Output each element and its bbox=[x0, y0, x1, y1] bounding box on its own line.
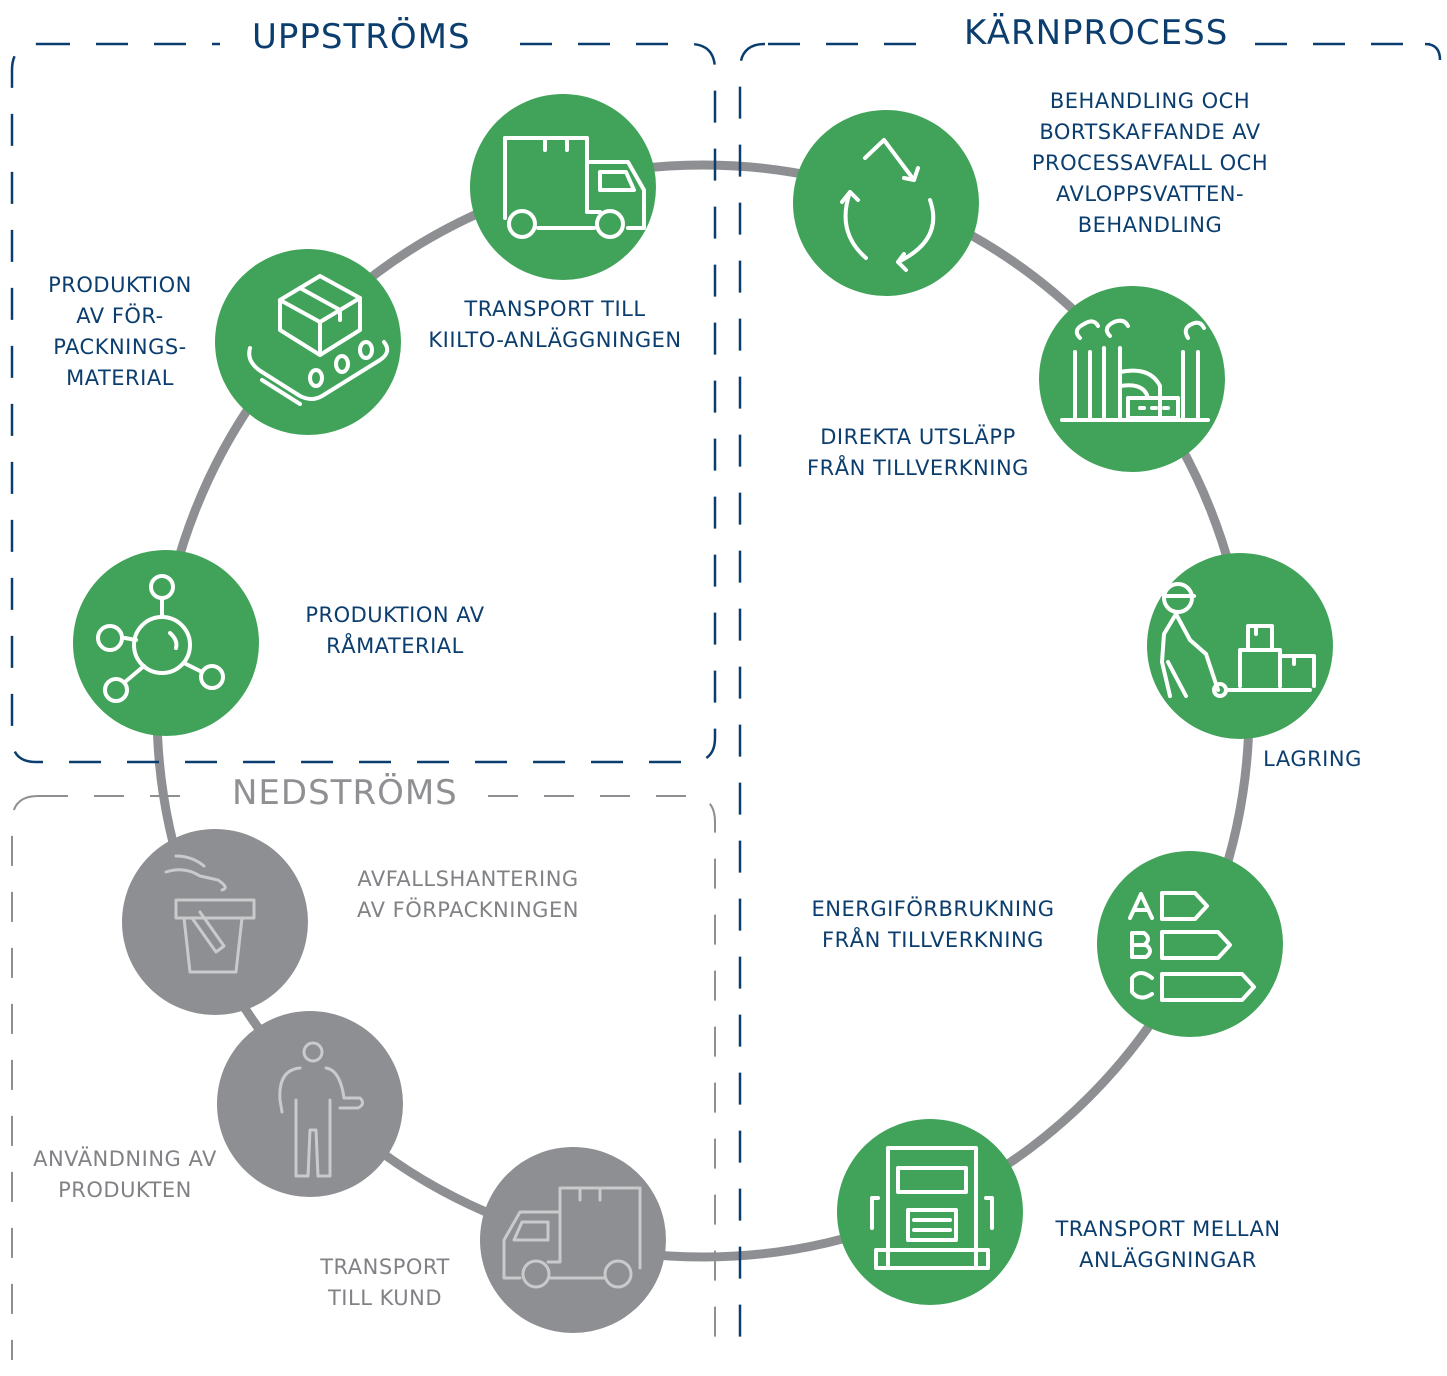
person-icon bbox=[278, 1041, 365, 1178]
step-label-storage: LAGRING bbox=[1263, 747, 1362, 771]
step-label-direct-emissions: DIREKTA UTSLÄPP FRÅN TILLVERKNING bbox=[807, 425, 1029, 480]
warehouse-worker-icon bbox=[1160, 582, 1316, 698]
step-label-transport-between-plants: TRANSPORT MELLAN ANLÄGGNINGAR bbox=[1055, 1217, 1281, 1272]
step-label-transport-to-customer: TRANSPORT TILL KUND bbox=[320, 1255, 450, 1310]
step-circle-11 bbox=[122, 829, 308, 1015]
delivery-truck-icon bbox=[502, 1186, 642, 1289]
upstream-frame bbox=[10, 42, 717, 764]
delivery-truck-icon bbox=[503, 136, 646, 239]
step-label-transport-to-plant: TRANSPORT TILL KIILTO-ANLÄGGNINGEN bbox=[428, 297, 682, 352]
step-label-raw-material: PRODUKTION AV RÅMATERIAL bbox=[305, 603, 485, 658]
step-circle-9 bbox=[480, 1147, 666, 1333]
molecule-icon bbox=[96, 574, 225, 703]
step-circle-5 bbox=[1039, 286, 1225, 472]
step-label-packaging-waste: AVFALLSHANTERING AV FÖRPACKNINGEN bbox=[357, 867, 579, 922]
step-circle-10 bbox=[217, 1011, 403, 1197]
step-label-packaging-material: PRODUKTION AV FÖR- PACKNINGS- MATERIAL bbox=[48, 273, 192, 390]
step-circle-3 bbox=[470, 94, 656, 280]
section-title-core: KÄRNPROCESS bbox=[950, 16, 1243, 50]
section-title-upstream: UPPSTRÖMS bbox=[238, 20, 485, 54]
core-frame bbox=[738, 42, 1442, 1360]
step-circle-6 bbox=[1147, 553, 1333, 739]
step-label-product-use: ANVÄNDNING AV PRODUKTEN bbox=[33, 1147, 217, 1202]
recycle-drop-icon bbox=[840, 138, 936, 272]
energy-rating-icon bbox=[1128, 891, 1256, 1002]
factory-icon bbox=[1060, 318, 1210, 422]
step-label-waste-treatment: BEHANDLING OCH BORTSKAFFANDE AV PROCESSA… bbox=[1031, 89, 1269, 237]
step-circle-4 bbox=[793, 110, 979, 296]
step-label-energy-consumption: ENERGIFÖRBRUKNING FRÅN TILLVERKNING bbox=[811, 897, 1055, 952]
waste-bin-icon bbox=[164, 854, 256, 974]
semi-truck-icon bbox=[870, 1146, 994, 1270]
conveyor-box-icon bbox=[247, 274, 390, 406]
step-circle-7 bbox=[1097, 851, 1283, 1037]
downstream-frame bbox=[11, 795, 716, 1360]
section-title-downstream: NEDSTRÖMS bbox=[218, 776, 472, 810]
step-circle-2 bbox=[215, 249, 401, 435]
